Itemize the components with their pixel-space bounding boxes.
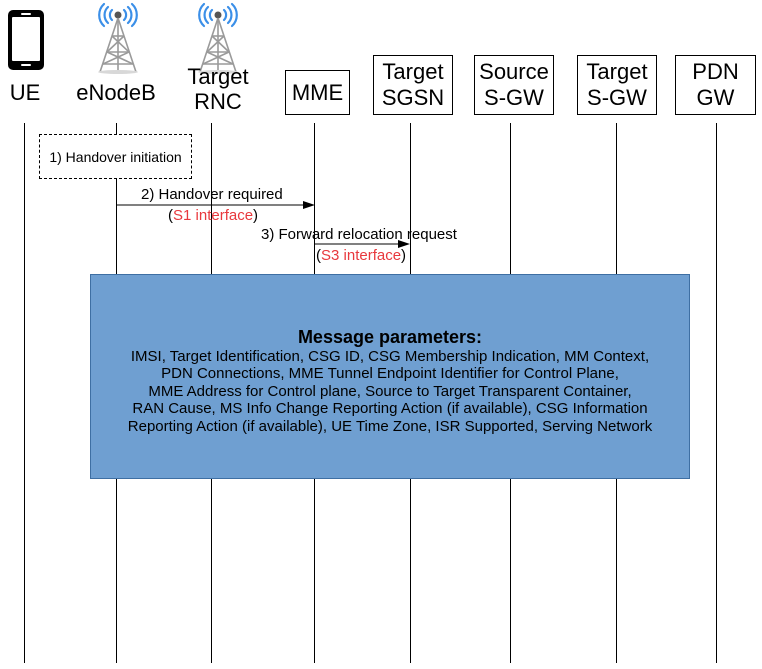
lifeline-ue [24,123,25,663]
lifeline-pdn-gw [716,123,717,663]
target-sgsn-label: Target SGSN [381,59,445,110]
enodeb-label: eNodeB [76,80,156,105]
step-3-label: 3) Forward relocation request [261,226,457,243]
forward-relocation-request-arrow [314,240,410,248]
step-2-label: 2) Handover required [141,186,283,203]
handover-initiation-note: 1) Handover initiation [39,134,192,179]
mobile-phone-icon [8,10,44,70]
cell-tower-icon [98,2,138,74]
target-sgsn-box: Target SGSN [373,55,453,115]
cell-tower-icon [198,2,238,74]
ue-label: UE [9,80,41,105]
target-sgw-label: Target S-GW [586,59,648,110]
mme-box: MME [285,70,350,115]
message-parameters-title: Message parameters: [297,326,483,347]
target-rnc-label: Target RNC [187,64,249,114]
pdn-gw-box: PDN GW [675,55,756,115]
s3-interface-label: (S3 interface) [316,247,407,264]
mme-label: MME [291,79,344,105]
handover-required-arrow [116,201,315,209]
source-sgw-box: Source S-GW [474,55,554,115]
message-parameters-list: IMSI, Target Identification, CSG ID, CSG… [127,347,653,435]
source-sgw-label: Source S-GW [479,59,549,110]
message-parameters-box: Message parameters: IMSI, Target Identif… [90,274,690,479]
s1-interface-label: (S1 interface) [168,207,259,224]
step-1-label: 1) Handover initiation [49,148,182,165]
target-sgw-box: Target S-GW [577,55,657,115]
pdn-gw-label: PDN GW [692,59,739,110]
